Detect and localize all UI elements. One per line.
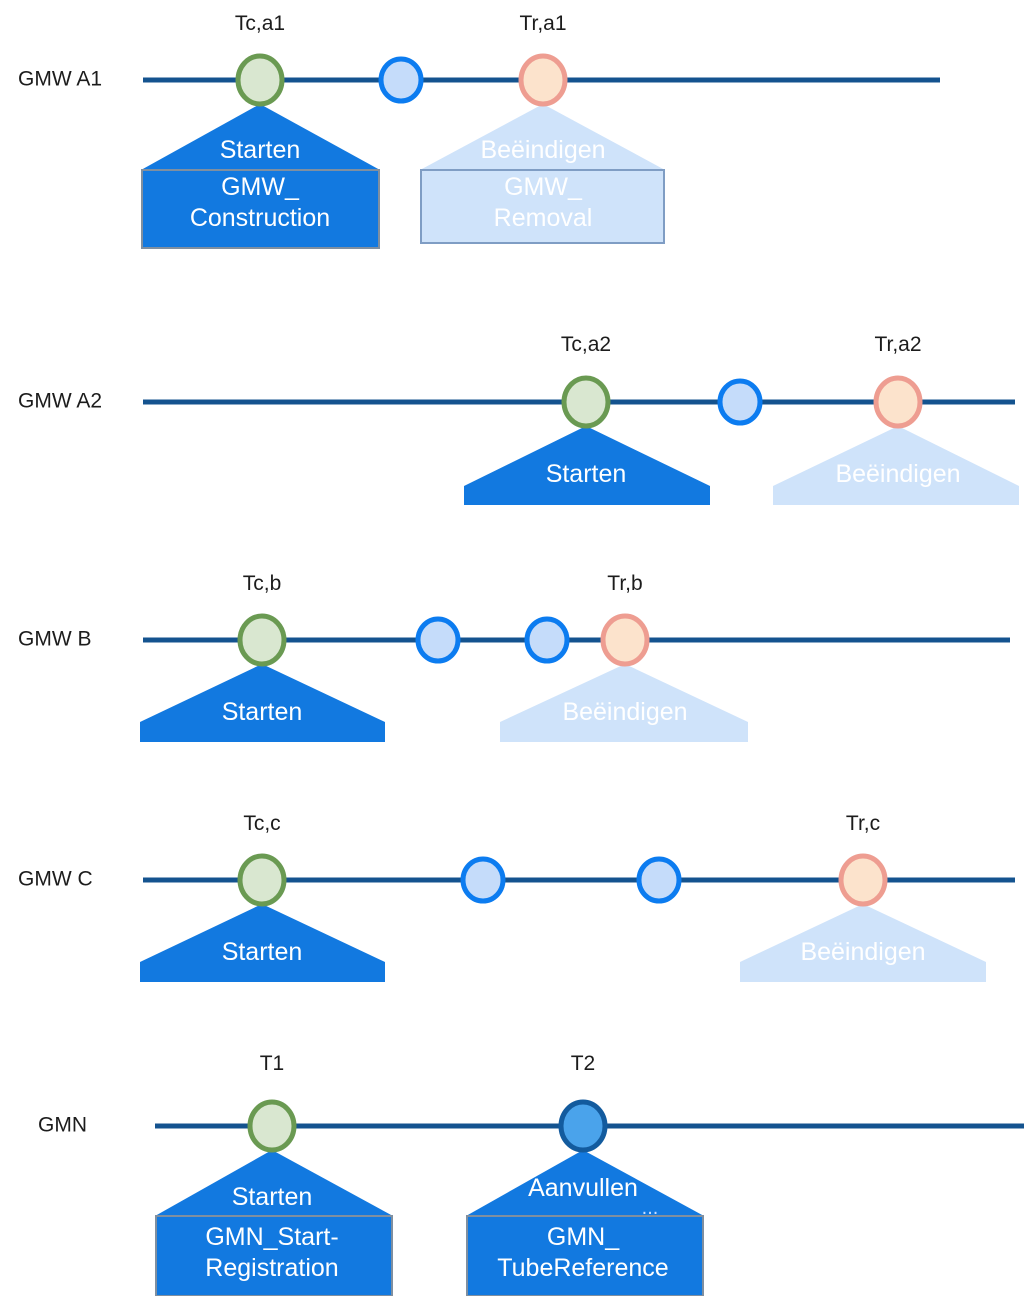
callout-c-starten[interactable]: Starten xyxy=(140,904,385,982)
row-label-gmw-a1: GMW A1 xyxy=(18,68,102,91)
tick-label-tra2: Tr,a2 xyxy=(874,333,921,356)
red-end-marker[interactable] xyxy=(518,53,568,107)
green-start-marker[interactable] xyxy=(237,613,287,667)
blue-event-marker[interactable] xyxy=(636,856,682,904)
callout-body-line: Removal xyxy=(494,204,593,232)
tick-label-trb: Tr,b xyxy=(607,572,642,595)
callout-shape xyxy=(140,664,385,742)
callout-box xyxy=(420,169,665,244)
green-start-marker[interactable] xyxy=(561,375,611,429)
callout-title: Beëindigen xyxy=(562,698,687,726)
callout-shape xyxy=(773,426,1019,505)
row-label-gmw-c: GMW C xyxy=(18,868,93,891)
callout-shape xyxy=(740,904,986,982)
callout-title: Starten xyxy=(220,136,301,164)
callout-a2-beeindigen[interactable]: Beëindigen xyxy=(773,426,1019,505)
blue-event-marker[interactable] xyxy=(717,378,763,426)
red-end-marker[interactable] xyxy=(873,375,923,429)
callout-title: Starten xyxy=(222,938,303,966)
tick-label-tca2: Tc,a2 xyxy=(561,333,611,356)
row-label-gmw-a2: GMW A2 xyxy=(18,390,102,413)
darkblue-filled-marker[interactable] xyxy=(558,1099,608,1153)
callout-box xyxy=(141,169,380,249)
blue-event-marker[interactable] xyxy=(524,616,570,664)
callout-shape xyxy=(464,426,710,505)
callout-body-line: Registration xyxy=(205,1254,338,1282)
tick-label-tcb: Tc,b xyxy=(243,572,282,595)
blue-event-marker[interactable] xyxy=(415,616,461,664)
tick-label-trc: Tr,c xyxy=(846,812,880,835)
tick-label-t1: T1 xyxy=(260,1052,285,1075)
red-end-marker[interactable] xyxy=(838,853,888,907)
callout-title: Starten xyxy=(222,698,303,726)
tick-label-tcc: Tc,c xyxy=(243,812,280,835)
tick-label-tra1: Tr,a1 xyxy=(519,12,566,35)
callout-shape xyxy=(140,904,385,982)
callout-body-line: Construction xyxy=(190,204,330,232)
green-start-marker[interactable] xyxy=(235,53,285,107)
callout-title: Starten xyxy=(546,460,627,488)
callout-body-line: GMN_ xyxy=(547,1223,620,1251)
tick-label-t2: T2 xyxy=(571,1052,596,1075)
tick-label-tca1: Tc,a1 xyxy=(235,12,285,35)
callout-b-beeindigen[interactable]: Beëindigen xyxy=(500,664,748,742)
callout-title: Beëindigen xyxy=(800,938,925,966)
row-label-gmn: GMN xyxy=(38,1114,87,1137)
callout-body-line: GMW_ xyxy=(504,173,583,201)
callout-body-line: TubeReference xyxy=(497,1254,668,1282)
callout-box xyxy=(155,1215,393,1296)
callout-title: Aanvullen xyxy=(528,1174,638,1202)
callout-title: Starten xyxy=(232,1183,313,1211)
row-label-gmw-b: GMW B xyxy=(18,628,92,651)
blue-event-marker[interactable] xyxy=(460,856,506,904)
green-start-marker[interactable] xyxy=(237,853,287,907)
callout-gmn-tubereference[interactable]: Aanvullen... GMN_ TubeReference xyxy=(466,1150,704,1296)
callout-box xyxy=(466,1215,704,1296)
red-end-marker[interactable] xyxy=(600,613,650,667)
callout-body-line: GMW_ xyxy=(221,173,300,201)
callout-b-starten[interactable]: Starten xyxy=(140,664,385,742)
green-start-marker[interactable] xyxy=(247,1099,297,1153)
callout-body-line: GMN_Start- xyxy=(205,1223,338,1251)
callout-a2-starten[interactable]: Starten xyxy=(464,426,710,505)
callout-title: Beëindigen xyxy=(835,460,960,488)
callout-shape xyxy=(500,664,748,742)
callout-ellipsis: ... xyxy=(642,1197,659,1219)
callout-c-beeindigen[interactable]: Beëindigen xyxy=(740,904,986,982)
callout-title: Beëindigen xyxy=(480,136,605,164)
blue-event-marker[interactable] xyxy=(378,56,424,104)
